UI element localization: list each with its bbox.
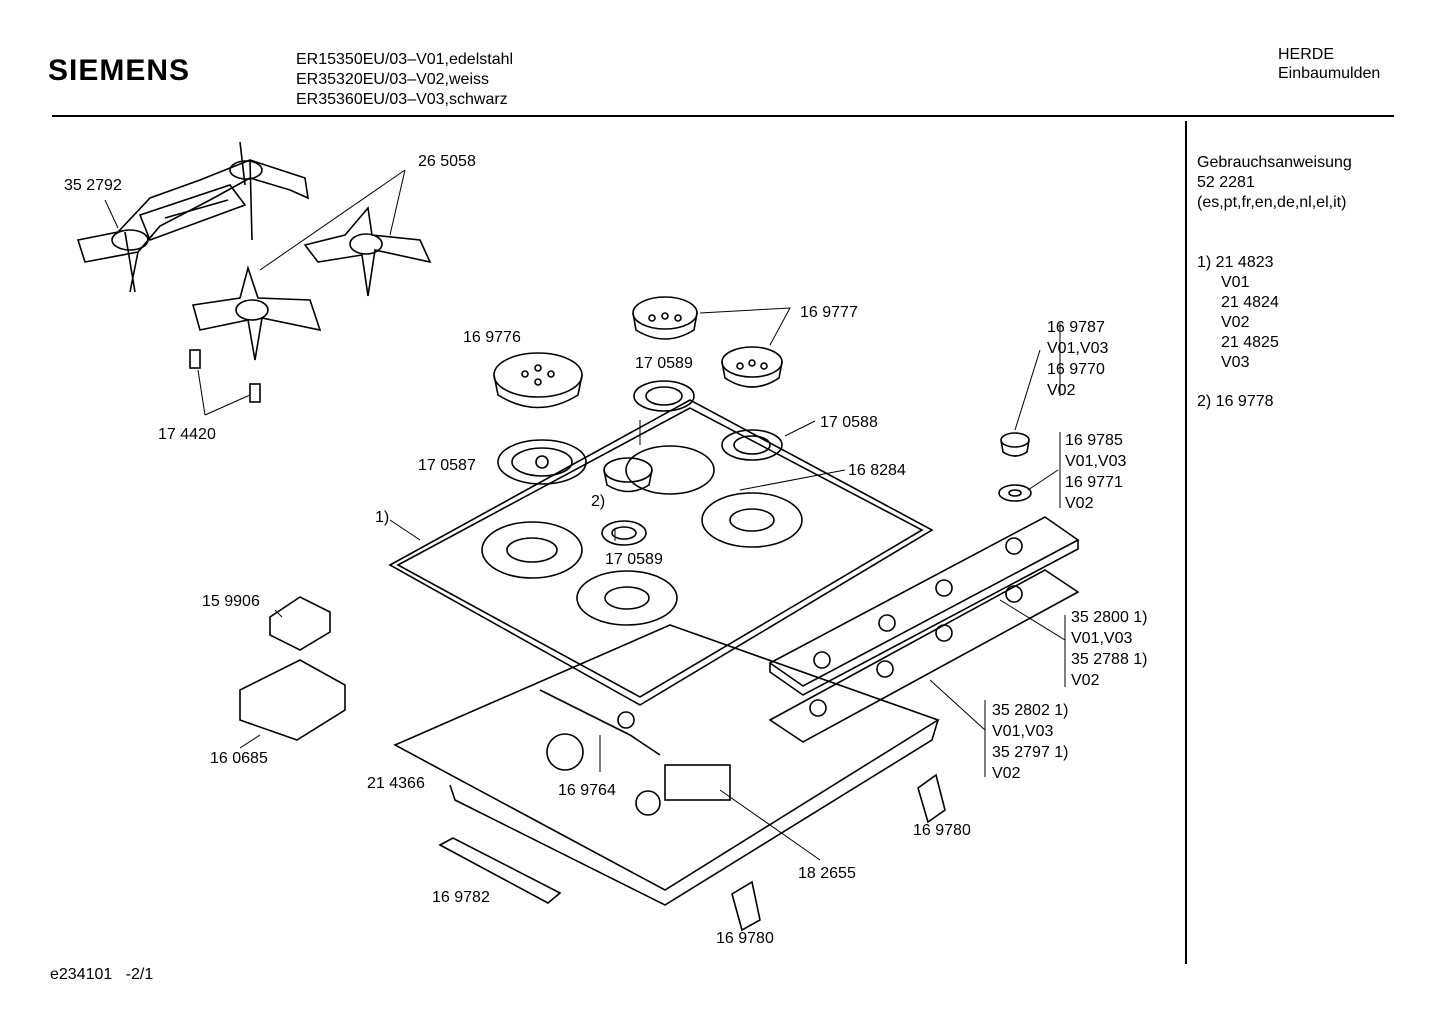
burner-cap-medium-drawing-1 — [632, 296, 698, 340]
part-label: 16 9787 — [1047, 319, 1105, 336]
grate-small-drawing-2 — [191, 265, 322, 361]
note2-block: 2) 16 9778 — [1197, 392, 1274, 412]
part-label: V01,V03 — [1047, 340, 1108, 357]
grate-large-drawing — [76, 141, 310, 293]
manual-title: Gebrauchsanweisung — [1197, 154, 1352, 171]
burner-cap-large-drawing — [493, 352, 583, 409]
drawing-code: e234101 — [50, 966, 113, 983]
part-label: 16 8284 — [848, 462, 906, 479]
page-number: -2/1 — [125, 966, 154, 983]
part-label: 1) — [375, 509, 389, 526]
knob-drawing — [1000, 432, 1030, 457]
seal-strip-drawing — [438, 837, 562, 904]
model-line-2: ER35320EU/03–V02,weiss — [296, 71, 490, 88]
part-label: V01,V03 — [1071, 630, 1132, 647]
burner-head-drawing-4 — [601, 520, 647, 546]
part-label: 35 2800 1) — [1071, 609, 1148, 626]
manual-languages: (es,pt,fr,en,de,nl,el,it) — [1197, 194, 1347, 211]
part-label: 26 5058 — [418, 153, 476, 170]
model-line-3: ER35360EU/03–V03,schwarz — [296, 91, 508, 108]
part-label: 16 9785 — [1065, 432, 1123, 449]
bracket-drawing-1 — [917, 773, 946, 824]
burner-cap-small-drawing — [603, 457, 653, 493]
part-label: 17 0588 — [820, 414, 878, 431]
category-line-2: Einbaumulden — [1278, 65, 1381, 82]
burner-head-drawing-2 — [633, 380, 695, 412]
part-label: 16 0685 — [210, 750, 268, 767]
part-label: 16 9777 — [800, 304, 858, 321]
footer: e234101 -2/1 — [50, 966, 153, 984]
note1-block: 1) 21 4823 V01 21 4824 V02 21 4825 V03 — [1197, 253, 1279, 373]
leader-lines — [104, 169, 1066, 861]
note1-line: 21 4825 — [1221, 334, 1279, 351]
part-label: 16 9770 — [1047, 361, 1105, 378]
header-divider — [52, 115, 1394, 117]
category-line-1: HERDE — [1278, 46, 1335, 63]
part-label: V02 — [1071, 672, 1100, 689]
bracket-drawing-2 — [731, 880, 761, 932]
category-block: HERDE Einbaumulden — [1278, 45, 1380, 83]
part-label: 17 0589 — [635, 355, 693, 372]
brand-logo: SIEMENS — [48, 54, 191, 87]
part-label: V01,V03 — [1065, 453, 1126, 470]
knob-ring-drawing — [998, 484, 1032, 502]
note1-line: 21 4824 — [1221, 294, 1279, 311]
part-label: 16 9771 — [1065, 474, 1123, 491]
burner-head-drawing-3 — [721, 429, 783, 461]
burner-cap-medium-drawing-2 — [721, 346, 783, 388]
part-label: 15 9906 — [202, 593, 260, 610]
bottom-tray-drawing — [393, 624, 940, 906]
part-label: 16 9780 — [913, 822, 971, 839]
part-label: 16 9764 — [558, 782, 616, 799]
ignition-module-drawing — [269, 596, 331, 651]
part-label: 2) — [591, 493, 605, 510]
part-label: V02 — [1047, 382, 1076, 399]
part-label: V01,V03 — [992, 723, 1053, 740]
manual-number: 52 2281 — [1197, 174, 1255, 191]
part-label: 16 9776 — [463, 329, 521, 346]
part-label: 18 2655 — [798, 865, 856, 882]
part-label: V02 — [992, 765, 1021, 782]
part-label: V02 — [1065, 495, 1094, 512]
grate-feet-drawing — [189, 349, 261, 403]
cover-box-drawing — [239, 659, 346, 741]
control-strip-lower-drawing — [768, 569, 1080, 743]
sidebar-divider — [1185, 121, 1187, 964]
model-list: ER15350EU/03–V01,edelstahl ER35320EU/03–… — [296, 50, 513, 110]
grate-small-drawing-1 — [303, 206, 432, 297]
part-label: 35 2792 — [64, 177, 122, 194]
note2-label: 2) 16 9778 — [1197, 393, 1274, 410]
wire-harness-drawing — [539, 689, 661, 756]
burner-head-drawing-1 — [497, 439, 587, 485]
part-label: 35 2797 1) — [992, 744, 1069, 761]
part-label: 17 4420 — [158, 426, 216, 443]
part-label: 35 2802 1) — [992, 702, 1069, 719]
part-label: 16 9780 — [716, 930, 774, 947]
control-strip-upper-drawing — [768, 516, 1080, 696]
part-label: 35 2788 1) — [1071, 651, 1148, 668]
manual-block: Gebrauchsanweisung 52 2281 (es,pt,fr,en,… — [1197, 153, 1352, 213]
connector-drawing — [664, 764, 731, 801]
part-label: 17 0587 — [418, 457, 476, 474]
part-label: 16 9782 — [432, 889, 490, 906]
part-label: 21 4366 — [367, 775, 425, 792]
note1-line: V02 — [1221, 314, 1250, 331]
note1-label: 1) 21 4823 — [1197, 254, 1274, 271]
part-label: 17 0589 — [605, 551, 663, 568]
model-line-1: ER15350EU/03–V01,edelstahl — [296, 51, 514, 68]
hob-top-plate-drawing — [388, 399, 934, 706]
note1-line: V03 — [1221, 354, 1250, 371]
note1-line: V01 — [1221, 274, 1250, 291]
